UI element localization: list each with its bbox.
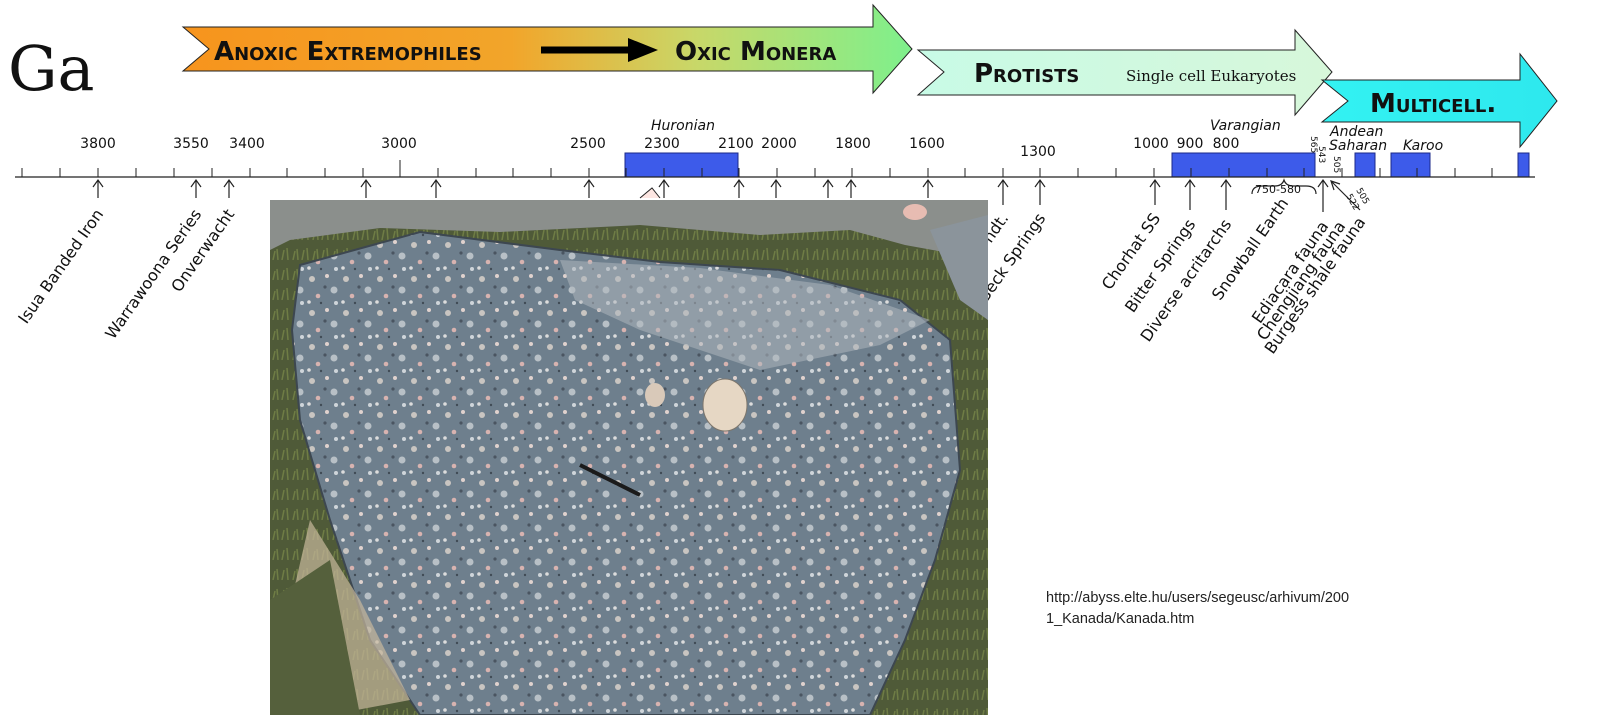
anoxic-oxic-banner: Anoxic Extremophiles Oxic Monera	[181, 3, 913, 95]
multicell-label: Multicell.	[1370, 89, 1496, 119]
event-arrows	[92, 178, 1361, 212]
transition-arrow-icon	[541, 38, 658, 62]
tick-label: 800	[1213, 136, 1240, 152]
tick-label: 2300	[644, 136, 680, 152]
event-isua-banded-iron: Isua Banded Iron	[14, 205, 107, 327]
oxic-monera-label: Oxic Monera	[675, 37, 836, 67]
multicell-banner: Multicell.	[1320, 52, 1558, 149]
andean-label: Andean	[1329, 124, 1383, 140]
tick-label: 900	[1177, 136, 1204, 152]
tick-label: 2500	[570, 136, 606, 152]
andean-saharan-bar	[1354, 152, 1376, 178]
varangian-bar	[1171, 152, 1316, 178]
time-unit-label: Ga	[8, 32, 95, 105]
axis-minor-ticks	[21, 160, 1493, 177]
small-tick-565: 565	[1308, 136, 1318, 153]
protists-label: Protists	[974, 59, 1079, 89]
range-brace: 750-580	[1251, 178, 1317, 196]
saharan-label: Saharan	[1329, 138, 1387, 154]
scale-tick-labels: 3800 3550 3400 3000 2500 2300 2100 2000 …	[80, 136, 1239, 160]
huronian-bracket	[639, 187, 661, 199]
tick-label: 1800	[835, 136, 871, 152]
recent-glaciation-bar	[1517, 152, 1530, 178]
range-label: 750-580	[1255, 183, 1301, 196]
varangian-label: Varangian	[1210, 118, 1281, 134]
tick-label: 2100	[718, 136, 754, 152]
anoxic-extremophiles-label: Anoxic Extremophiles	[214, 37, 482, 67]
source-url-line-2[interactable]: 1_Kanada/Kanada.htm	[1046, 611, 1195, 627]
protists-note: Single cell Eukaryotes	[1126, 67, 1296, 85]
karoo-bar	[1390, 152, 1431, 178]
conglomerate-photo	[270, 200, 988, 715]
tick-label: 3550	[173, 136, 209, 152]
huronian-label: Huronian	[651, 118, 715, 134]
karoo-label: Karoo	[1403, 138, 1443, 154]
huronian-bar	[624, 152, 739, 178]
source-url-line-1[interactable]: http://abyss.elte.hu/users/segeusc/arhiv…	[1046, 590, 1350, 606]
tick-label: 1000	[1133, 136, 1169, 152]
small-tick-543: 543	[1316, 146, 1326, 163]
tick-label: 3800	[80, 136, 116, 152]
tick-label: 2000	[761, 136, 797, 152]
tick-label: 1300	[1020, 144, 1056, 160]
tick-label: 3400	[229, 136, 265, 152]
protists-banner: Protists Single cell Eukaryotes	[916, 28, 1333, 117]
tick-label: 3000	[381, 136, 417, 152]
source-url[interactable]: http://abyss.elte.hu/users/segeusc/arhiv…	[1046, 588, 1446, 630]
tick-label: 1600	[909, 136, 945, 152]
small-tick-505a: 505	[1331, 156, 1341, 173]
glaciation-bars: Huronian Varangian Andean Saharan Karoo	[624, 118, 1530, 178]
